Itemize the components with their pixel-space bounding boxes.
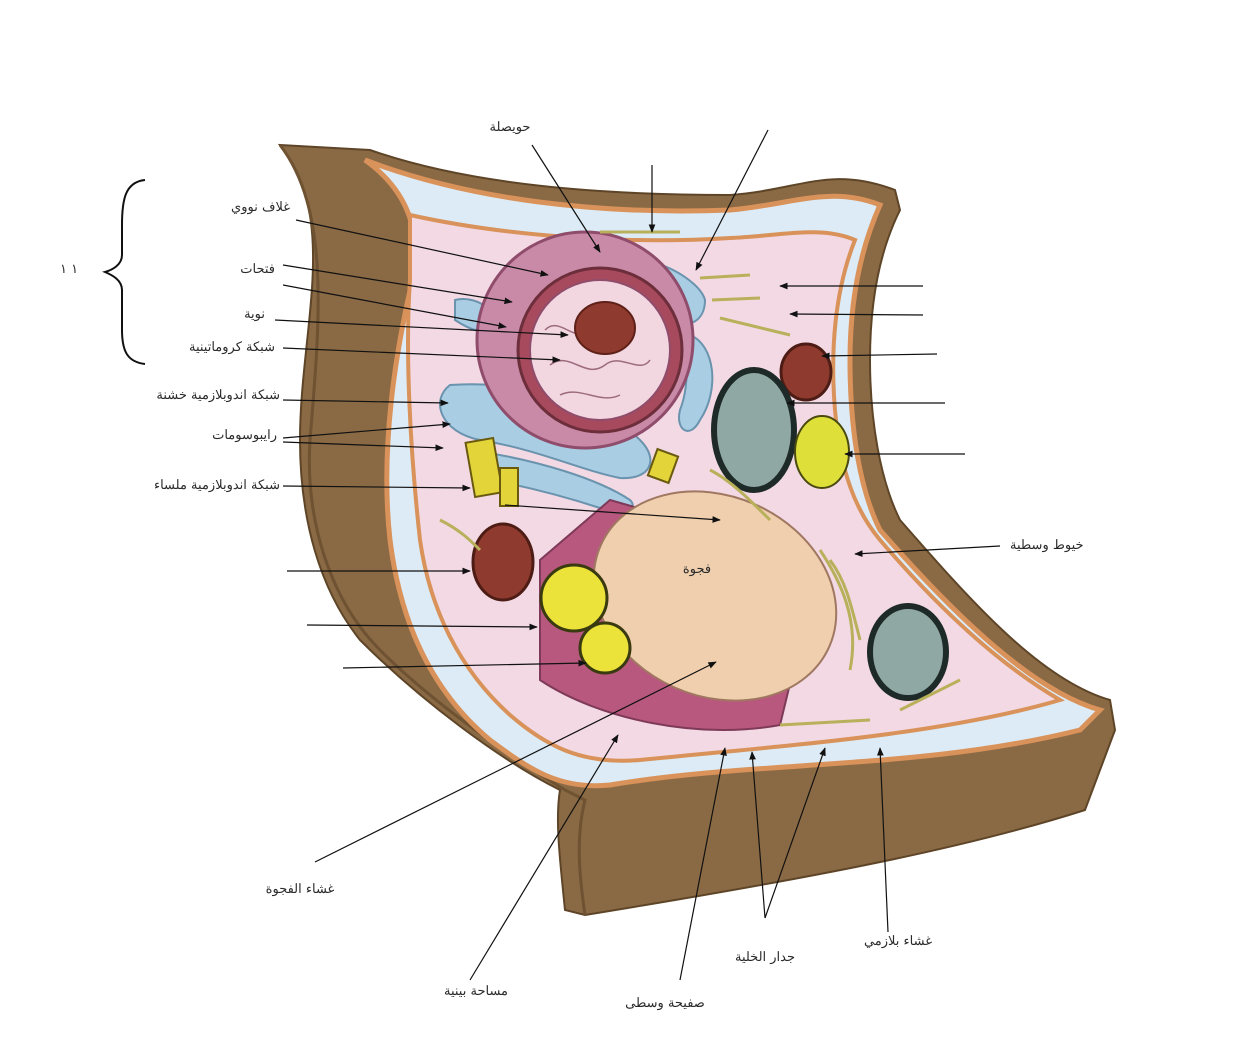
label-nuclear-envelope: غلاف نووي [231,200,290,215]
label-tonoplast: غشاء الفجوة [266,882,335,897]
label-nuclear-pores: فتحات [240,262,275,277]
label-vacuole: فجوة [683,562,711,577]
nucleus [477,232,693,448]
label-intercellular-space: مساحة بينية [444,984,508,999]
label-plasma-membrane: غشاء بلازمي [864,934,932,949]
label-microfilaments: خيوط وسطية [1010,538,1084,553]
label-chromatin: شبكة كروماتينية [189,340,275,355]
label-smooth-er: شبكة اندوبلازمية ملساء [154,478,280,493]
label-ribosomes: رايبوسومات [212,428,277,443]
label-middle-lamella: صفيحة وسطى [625,996,705,1011]
label-cell-wall: جدار الخلية [735,950,795,965]
label-vesicle: حويصلة [490,120,531,135]
label-nucleolus: نوية [244,307,265,322]
label-rough-er: شبكة اندوبلازمية خشنة [156,388,280,403]
bracket-label: ١ ١ [60,262,78,277]
bracket [105,180,145,364]
